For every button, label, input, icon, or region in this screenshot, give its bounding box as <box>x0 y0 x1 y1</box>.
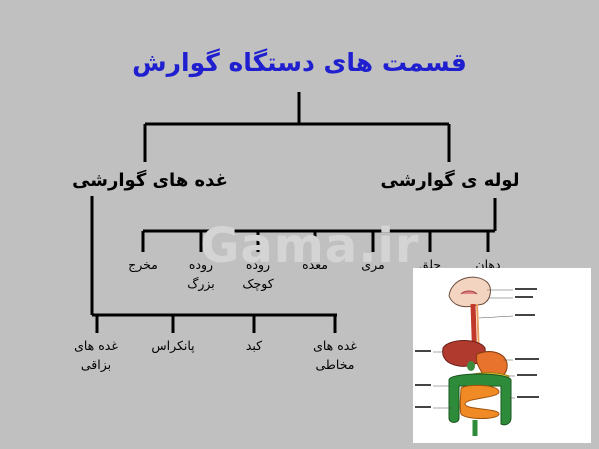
gland-item-mucous-glands: غده های مخاطی <box>313 338 357 372</box>
gland-item-pancreas: پانکراس <box>151 338 195 353</box>
tract-item-small-intestine: روده کوچک <box>242 257 274 291</box>
tract-item-stomach: معده <box>302 257 328 272</box>
gland-item-salivary-glands: غده های بزاقی <box>74 338 118 372</box>
gland-item-liver: کبد <box>245 338 263 353</box>
watermark: Gama.ir <box>200 218 420 274</box>
diagram-title: قسمت های دستگاه گوارش <box>132 48 467 77</box>
tract-item-anus: مخرج <box>128 257 158 272</box>
digestive-tract-label: لوله ی گوارشی <box>380 170 520 191</box>
digestive-system-illustration <box>413 268 591 443</box>
tract-item-large-intestine: روده بزرگ <box>187 257 215 291</box>
tract-item-esophagus: مری <box>361 257 385 272</box>
digestive-glands-label: غده های گوارشی <box>72 170 228 191</box>
